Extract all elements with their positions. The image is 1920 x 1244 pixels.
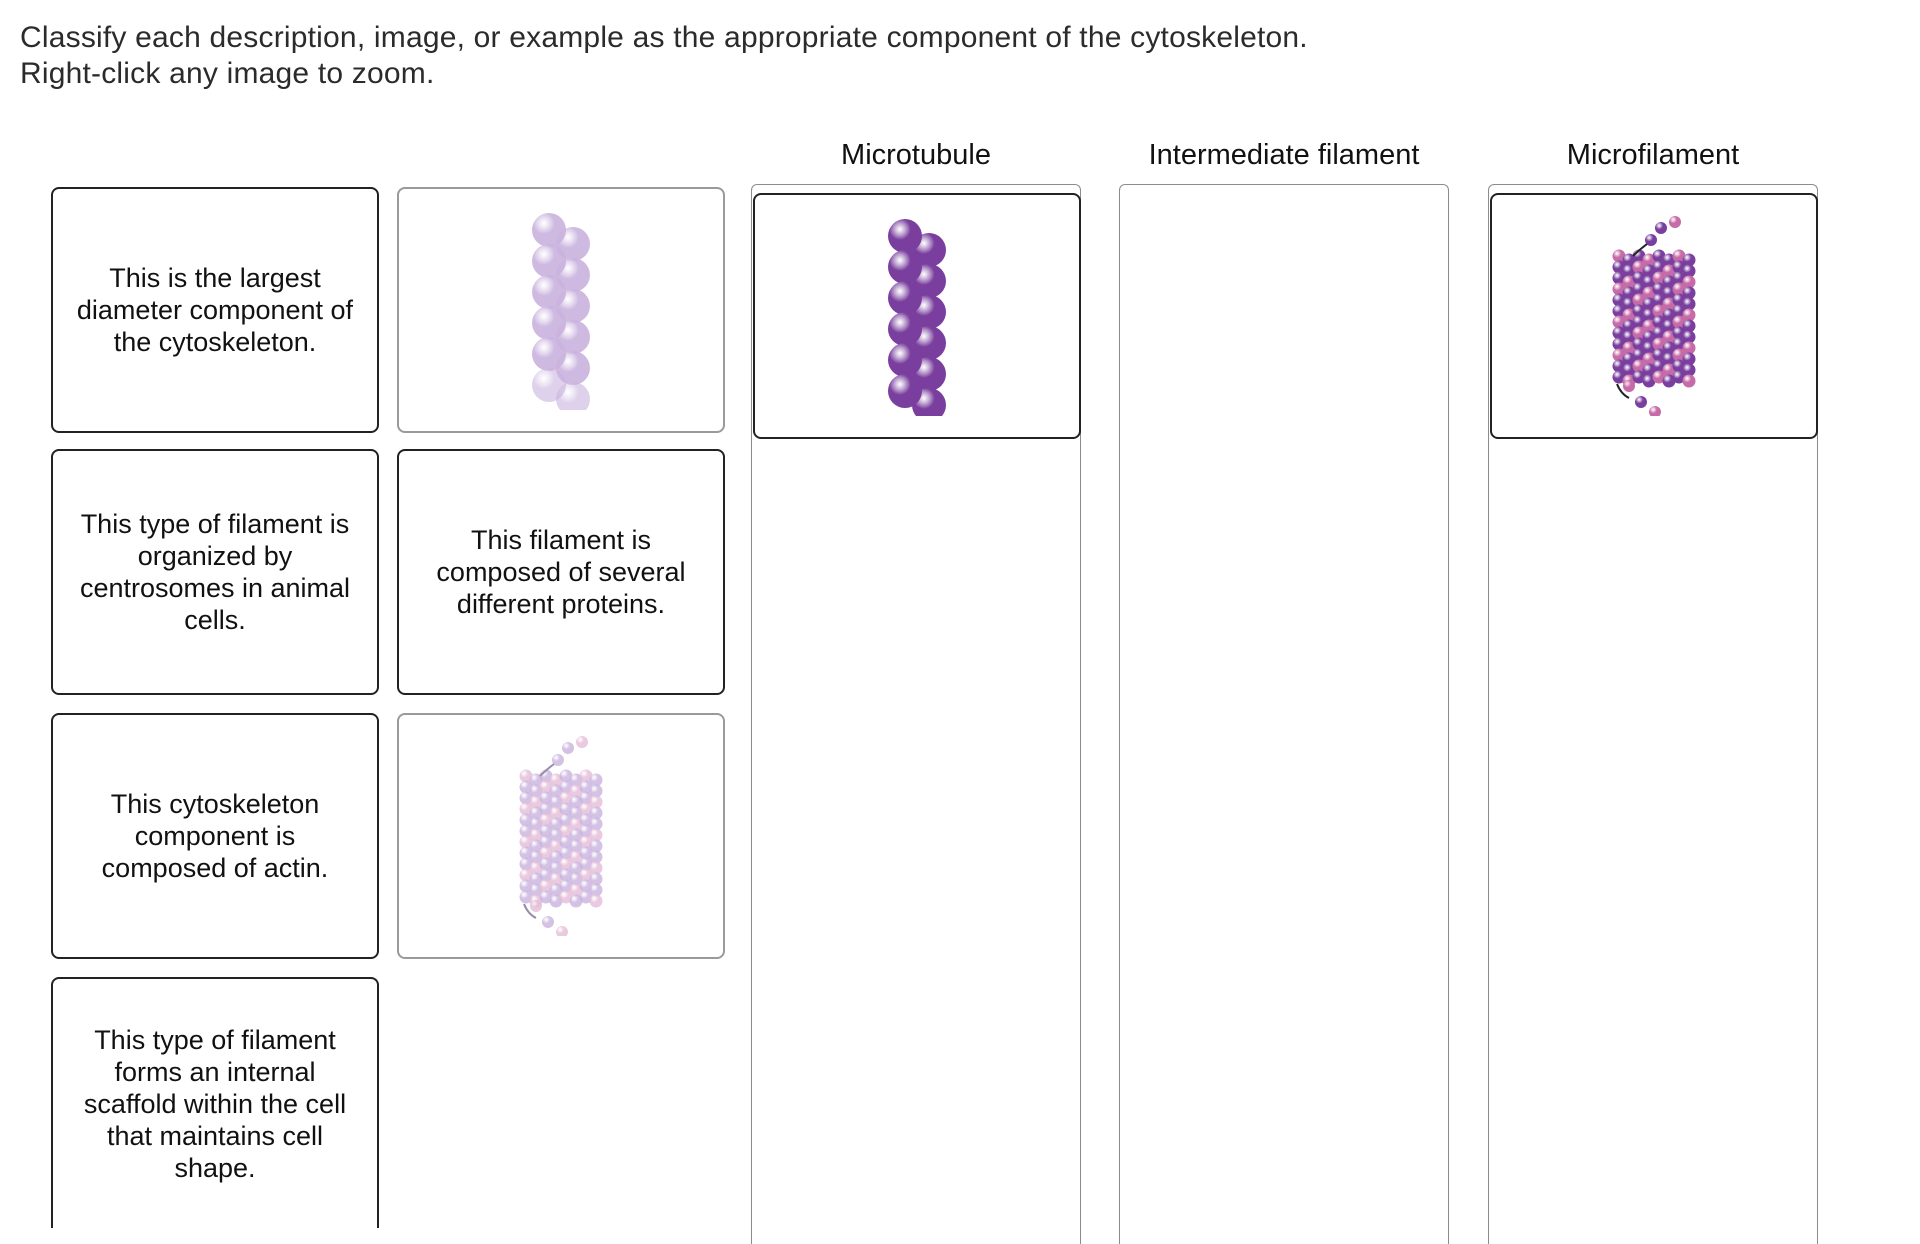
- bin-intermediate-filament[interactable]: [1119, 184, 1449, 1244]
- card-text: This filament is composed of several dif…: [436, 525, 686, 619]
- card-text: This type of filament is organized by ce…: [79, 509, 351, 635]
- instructions-line-2: Right-click any image to zoom.: [20, 57, 435, 90]
- card-scaffold[interactable]: This type of filament forms an internal …: [51, 977, 379, 1228]
- card-text: This type of filament forms an internal …: [83, 1024, 347, 1183]
- card-image-double-strand[interactable]: [397, 187, 725, 433]
- hollow-cylinder-icon: [1612, 216, 1696, 416]
- card-actin[interactable]: This cytoskeleton component is composed …: [51, 713, 379, 959]
- card-text: This is the largest diameter component o…: [76, 263, 354, 357]
- card-centrosomes[interactable]: This type of filament is organized by ce…: [51, 449, 379, 695]
- bin-title-microtubule: Microtubule: [841, 139, 991, 171]
- placed-card-hollow-cylinder[interactable]: [1490, 193, 1818, 439]
- card-image-hollow-cylinder[interactable]: [397, 713, 725, 959]
- instructions: Classify each description, image, or exa…: [20, 20, 1308, 92]
- double-bead-strand-icon: [532, 213, 590, 410]
- double-bead-strand-icon: [888, 219, 946, 416]
- instructions-line-1: Classify each description, image, or exa…: [20, 21, 1308, 54]
- placed-card-double-strand[interactable]: [753, 193, 1081, 439]
- bin-title-intermediate-filament: Intermediate filament: [1148, 139, 1420, 171]
- bin-microtubule[interactable]: [751, 184, 1081, 1244]
- bin-title-microfilament: Microfilament: [1566, 139, 1740, 171]
- card-several-proteins[interactable]: This filament is composed of several dif…: [397, 449, 725, 695]
- card-largest-diameter[interactable]: This is the largest diameter component o…: [51, 187, 379, 433]
- bin-microfilament[interactable]: [1488, 184, 1818, 1244]
- card-text: This cytoskeleton component is composed …: [101, 789, 329, 883]
- hollow-cylinder-icon: [519, 736, 603, 936]
